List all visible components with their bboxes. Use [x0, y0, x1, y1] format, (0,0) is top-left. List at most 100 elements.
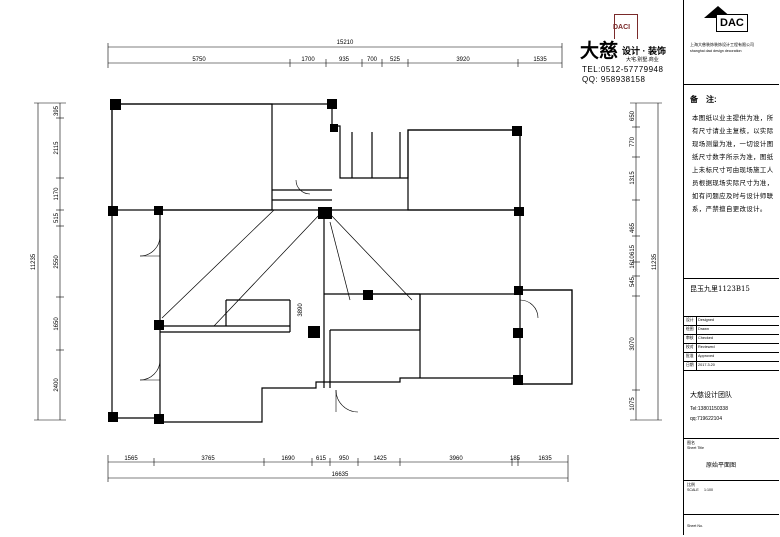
sheet-en: Sheet Title — [687, 446, 704, 450]
column — [108, 412, 118, 422]
dim-top-5: 525 — [390, 57, 401, 63]
dim-left-4: 515 — [54, 212, 60, 223]
row-value: Drawn — [698, 327, 709, 331]
row-label: 设计 — [686, 318, 694, 322]
left-total-dim: 11235 — [31, 253, 37, 270]
brand-qq: QQ: 958938158 — [582, 75, 646, 84]
bottom-dims-segments: 1565 3765 1690 615 950 1425 3960 185 163… — [124, 456, 552, 462]
bottom-dimensions — [107, 455, 569, 482]
divider — [684, 480, 779, 481]
scale-en: SCALE — [687, 488, 699, 492]
dim-bottom-1: 1565 — [124, 456, 138, 462]
dim-right-2: 770 — [630, 136, 636, 147]
company-name: 上海大慈装饰装饰设计工程有限公司 — [690, 42, 754, 47]
logo-mark: DACI — [613, 14, 638, 39]
dac-logo: DAC — [704, 6, 750, 34]
dim-bottom-2: 3765 — [201, 456, 215, 462]
dim-left-7: 2400 — [54, 378, 60, 392]
row-label: 审核 — [686, 336, 694, 340]
dim-bottom-8: 185 — [510, 456, 521, 462]
design-team: 大慈设计团队 — [690, 391, 732, 399]
top-dims-segments: 5750 1700 935 700 525 3920 1535 — [192, 57, 547, 63]
column — [512, 126, 522, 136]
scale-value: 1:100 — [704, 488, 713, 492]
column — [513, 328, 523, 338]
dim-left-2: 2115 — [54, 141, 60, 155]
divider — [684, 514, 779, 515]
top-total-dim: 15210 — [337, 40, 354, 46]
dim-top-7: 1535 — [533, 57, 547, 63]
row-value: 2017.3.20 — [698, 363, 715, 367]
dim-right-1: 650 — [630, 110, 636, 121]
room-bedroom-upper-right — [407, 129, 521, 211]
dim-top-1: 5750 — [192, 57, 206, 63]
bottom-total-dim: 16635 — [332, 472, 349, 478]
brand-tel: TEL:0512-57779948 — [582, 65, 664, 74]
project-name: 昆玉九里1123B15 — [690, 285, 750, 293]
column — [154, 414, 164, 424]
right-dims-segments: 650 770 1315 465 615 1610 545 3070 1075 — [630, 110, 636, 410]
dim-right-5: 615 — [630, 244, 636, 255]
doors — [139, 179, 539, 413]
row-label: 批准 — [686, 354, 694, 358]
row-value: Reviewed — [698, 345, 715, 349]
dim-bottom-7: 3960 — [449, 456, 463, 462]
dim-top-6: 3920 — [456, 57, 470, 63]
row-value: Approved — [698, 354, 715, 358]
divider — [684, 438, 779, 439]
dim-bottom-3: 1690 — [281, 456, 295, 462]
column — [327, 99, 337, 109]
column — [110, 99, 121, 110]
left-dimensions — [34, 102, 66, 421]
dim-top-3: 935 — [339, 57, 350, 63]
divider — [684, 278, 779, 279]
brand-name: 大慈 — [580, 40, 619, 62]
dim-left-5: 2550 — [54, 255, 60, 269]
row-label: 日期 — [686, 363, 694, 367]
dim-right-7: 545 — [630, 276, 636, 287]
brand-sub: 大宅.别墅.商业 — [626, 57, 659, 63]
column — [514, 207, 524, 216]
notes-body: 本图纸以业主提供为准，所有尺寸请业主复核，以实际现场测量为准，一切设计图纸尺寸数… — [692, 114, 774, 213]
column — [513, 375, 523, 385]
column — [363, 290, 373, 300]
column — [514, 286, 523, 295]
inner-dim: 3890 — [298, 303, 304, 317]
dim-right-4: 465 — [630, 222, 636, 233]
brand-tag: 设计 · 装饰 — [622, 46, 666, 56]
scale-label: 比例 — [687, 482, 695, 487]
dim-left-1: 395 — [54, 105, 60, 116]
team-tel: Tel:13801150338 — [690, 406, 728, 412]
notes-title: 备 注: — [690, 95, 717, 104]
divider — [684, 316, 779, 317]
dim-top-2: 1700 — [301, 57, 315, 63]
dim-right-9: 1075 — [630, 397, 636, 411]
team-qq: qq:719622104 — [690, 416, 722, 422]
column — [330, 124, 338, 132]
dac-logo-text: DAC — [720, 17, 744, 29]
row-label: 校对 — [686, 345, 694, 349]
column — [154, 320, 164, 330]
diagonal-lines — [161, 209, 413, 327]
dim-right-3: 1315 — [630, 171, 636, 185]
row-value: Checked — [698, 336, 713, 340]
company-en: shanghai daci design decoration — [690, 49, 742, 53]
dim-left-6: 1650 — [54, 317, 60, 331]
walls — [111, 103, 573, 423]
dim-bottom-5: 950 — [339, 456, 350, 462]
sign-table: 设计 Designed 绘图 Drawn 审核 Checked 校对 Revie… — [684, 316, 779, 370]
room-bedroom-upper-left — [111, 103, 273, 211]
left-dims-segments: 395 2115 1170 515 2550 1650 2400 — [54, 105, 60, 391]
dim-bottom-9: 1635 — [538, 456, 552, 462]
divider — [684, 84, 779, 85]
dim-right-6: 1610 — [630, 255, 636, 269]
top-dimensions — [107, 43, 563, 68]
dim-bottom-4: 615 — [316, 456, 327, 462]
divider — [684, 370, 779, 371]
row-value: Designed — [698, 318, 715, 322]
outer-wall — [111, 103, 573, 423]
balcony — [519, 289, 573, 385]
sheet-title: 原始平面图 — [706, 463, 737, 469]
column — [108, 206, 118, 216]
